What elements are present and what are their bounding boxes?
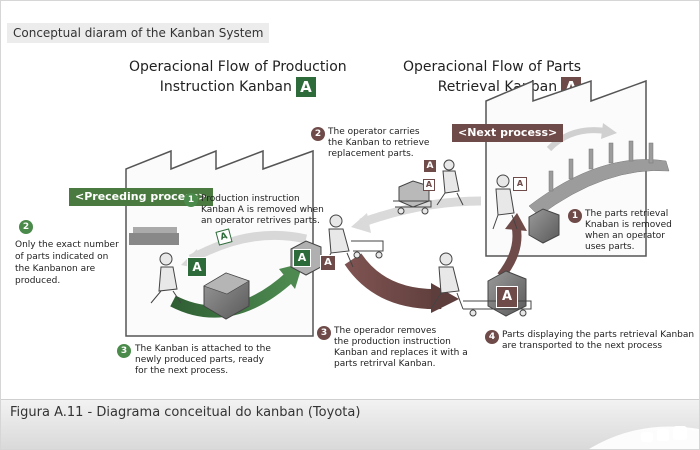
parts-box-next xyxy=(528,208,560,244)
step-right-1-number: 1 xyxy=(568,209,582,223)
next-process-tag: <Next process> xyxy=(452,124,564,142)
retrieval-flow-title-line1: Operacional Flow of Parts xyxy=(403,59,582,75)
operator-left xyxy=(150,252,182,304)
step-right-3-line3: Kanban and replaces it with a xyxy=(334,348,468,358)
step-left-3-note: The Kanban is attached to the newly prod… xyxy=(135,344,271,377)
step-left-3-number: 3 xyxy=(117,344,131,358)
kanban-scene-illustration xyxy=(125,79,670,337)
step-left-1-line3: an operator retrives parts. xyxy=(201,216,320,226)
step-left-2-line3: the Kanbanon are xyxy=(15,264,96,274)
kanban-card-brown-top: A xyxy=(423,159,437,173)
light-return-arrow-left xyxy=(188,230,308,263)
step-right-3-line1: The operador removes xyxy=(334,326,437,336)
decorative-swoosh xyxy=(589,426,699,449)
step-left-3-line1: The Kanban is attached to the xyxy=(135,344,271,354)
machine xyxy=(129,233,179,245)
step-right-2-note: The operator carries the Kanban to retri… xyxy=(328,127,429,160)
step-right-3-line2: the production instruction xyxy=(334,337,451,347)
operator-middle xyxy=(322,214,384,270)
kanban-card-brown-next: A xyxy=(513,177,527,191)
step-left-3-line3: for the next process. xyxy=(135,366,229,376)
production-flow-title-line1: Operacional Flow of Production xyxy=(129,59,347,75)
kanban-card-brown-top-small: A xyxy=(423,179,435,191)
step-right-4-note: Parts displaying the parts retrieval Kan… xyxy=(502,330,694,352)
production-flow-title-line2: Instruction Kanban xyxy=(159,79,292,95)
step-right-4-number: 4 xyxy=(485,330,499,344)
step-right-2-line3: replacement parts. xyxy=(328,149,414,159)
step-right-3-number: 3 xyxy=(317,326,331,340)
step-right-2-line2: the Kanban to retrieve xyxy=(328,138,430,148)
step-right-1-line4: uses parts. xyxy=(585,242,635,252)
production-flow-title: Operacional Flow of Production Instructi… xyxy=(129,58,347,97)
step-right-4-line1: Parts displaying the parts retrieval Kan… xyxy=(502,330,695,340)
step-left-2-line4: produced. xyxy=(15,276,61,286)
diagram-title: Conceptual diaram of the Kanban System xyxy=(7,23,270,43)
step-right-1-line2: Knaban is removed xyxy=(585,220,672,230)
step-left-1-line2: Kanban A is removed when xyxy=(201,205,324,215)
figure-caption: Figura A.11 - Diagrama conceitual do kan… xyxy=(10,405,361,420)
next-process-flow-arrow xyxy=(546,127,607,152)
parts-box-preceding xyxy=(203,272,250,320)
step-right-1-line1: The parts retrieval xyxy=(585,209,669,219)
caption-bar xyxy=(1,399,699,449)
step-left-2-note: Only the exact number of parts indicated… xyxy=(15,239,119,287)
preceding-process-tag: <Preceding process> xyxy=(69,188,214,206)
kanban-card-brown-cart: A xyxy=(496,286,518,308)
step-left-1-note: Production instruction Kanban A is remov… xyxy=(201,194,324,227)
step-left-3-line2: newly produced parts, ready xyxy=(135,355,264,365)
step-right-2-line1: The operator carries xyxy=(328,127,420,137)
step-right-4-line2: are transported to the next process xyxy=(502,341,663,351)
brown-transport-arrow xyxy=(344,253,442,310)
step-right-3-note: The operador removes the production inst… xyxy=(334,326,468,370)
step-right-3-line4: parts retrirval Kanban. xyxy=(334,359,436,369)
step-left-2-line2: of parts indicated on xyxy=(15,252,109,262)
step-left-1-line1: Production instruction xyxy=(201,194,300,204)
step-right-1-note: The parts retrieval Knaban is removed wh… xyxy=(585,209,672,253)
operator-next xyxy=(492,174,518,230)
kanban-card-brown-middle: A xyxy=(320,255,336,271)
step-left-2-number: 2 xyxy=(19,220,33,234)
step-right-1-line3: when an operator xyxy=(585,231,665,241)
production-kanban-badge: A xyxy=(295,77,316,97)
step-left-2-line1: Only the exact number xyxy=(15,240,119,250)
kanban-card-green-left: A xyxy=(187,257,207,277)
step-left-1-number: 1 xyxy=(184,193,198,207)
kanban-card-green-box: A xyxy=(293,249,311,267)
operator-top xyxy=(393,159,464,215)
step-right-2-number: 2 xyxy=(311,127,325,141)
